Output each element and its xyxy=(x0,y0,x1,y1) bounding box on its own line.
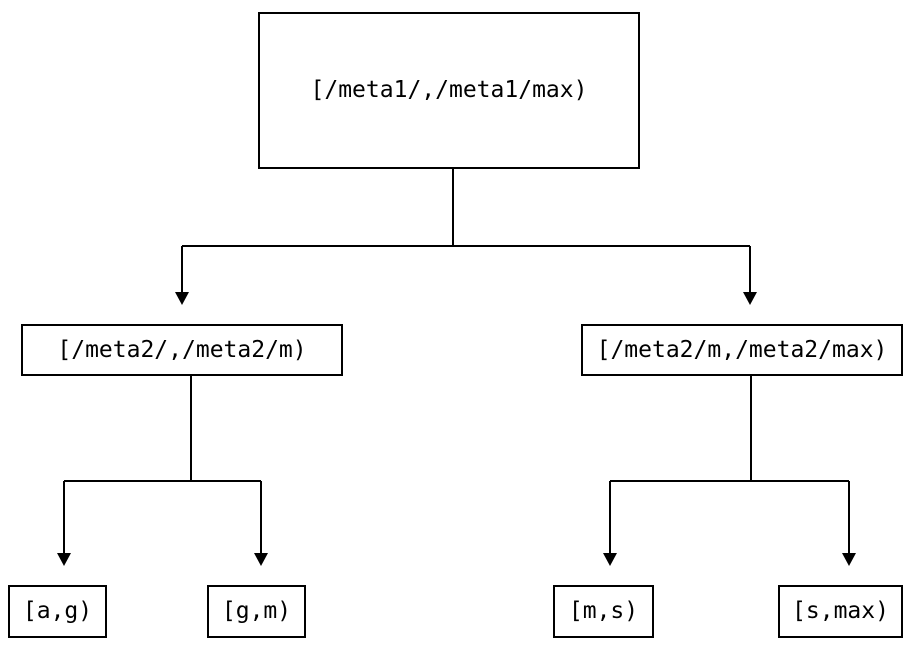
tree-leaf-g-m[interactable]: [g,m) xyxy=(207,585,306,638)
arrowhead-root-left xyxy=(175,292,189,305)
tree-leaf-a-g[interactable]: [a,g) xyxy=(8,585,107,638)
tree-node-meta2-right-label: [/meta2/m,/meta2/max) xyxy=(596,336,888,363)
edge-right-to-leaves xyxy=(603,376,856,566)
tree-node-root[interactable]: [/meta1/,/meta1/max) xyxy=(258,12,640,169)
tree-leaf-m-s-label: [m,s) xyxy=(568,598,639,624)
tree-leaf-m-s[interactable]: [m,s) xyxy=(553,585,654,638)
tree-leaf-a-g-label: [a,g) xyxy=(22,598,93,624)
arrowhead-leaf-ag xyxy=(57,553,71,566)
tree-node-meta2-right[interactable]: [/meta2/m,/meta2/max) xyxy=(581,324,903,376)
arrowhead-leaf-ms xyxy=(603,553,617,566)
arrowhead-root-right xyxy=(743,292,757,305)
edge-left-to-leaves xyxy=(57,376,268,566)
tree-node-root-label: [/meta1/,/meta1/max) xyxy=(310,77,588,103)
tree-node-meta2-left[interactable]: [/meta2/,/meta2/m) xyxy=(21,324,343,376)
tree-leaf-s-max-label: [s,max) xyxy=(792,598,889,624)
tree-leaf-s-max[interactable]: [s,max) xyxy=(778,585,903,638)
tree-leaf-g-m-label: [g,m) xyxy=(221,598,292,624)
arrowhead-leaf-gm xyxy=(254,553,268,566)
arrowhead-leaf-smax xyxy=(842,553,856,566)
edge-root-to-level2 xyxy=(175,169,757,305)
tree-node-meta2-left-label: [/meta2/,/meta2/m) xyxy=(57,336,307,363)
